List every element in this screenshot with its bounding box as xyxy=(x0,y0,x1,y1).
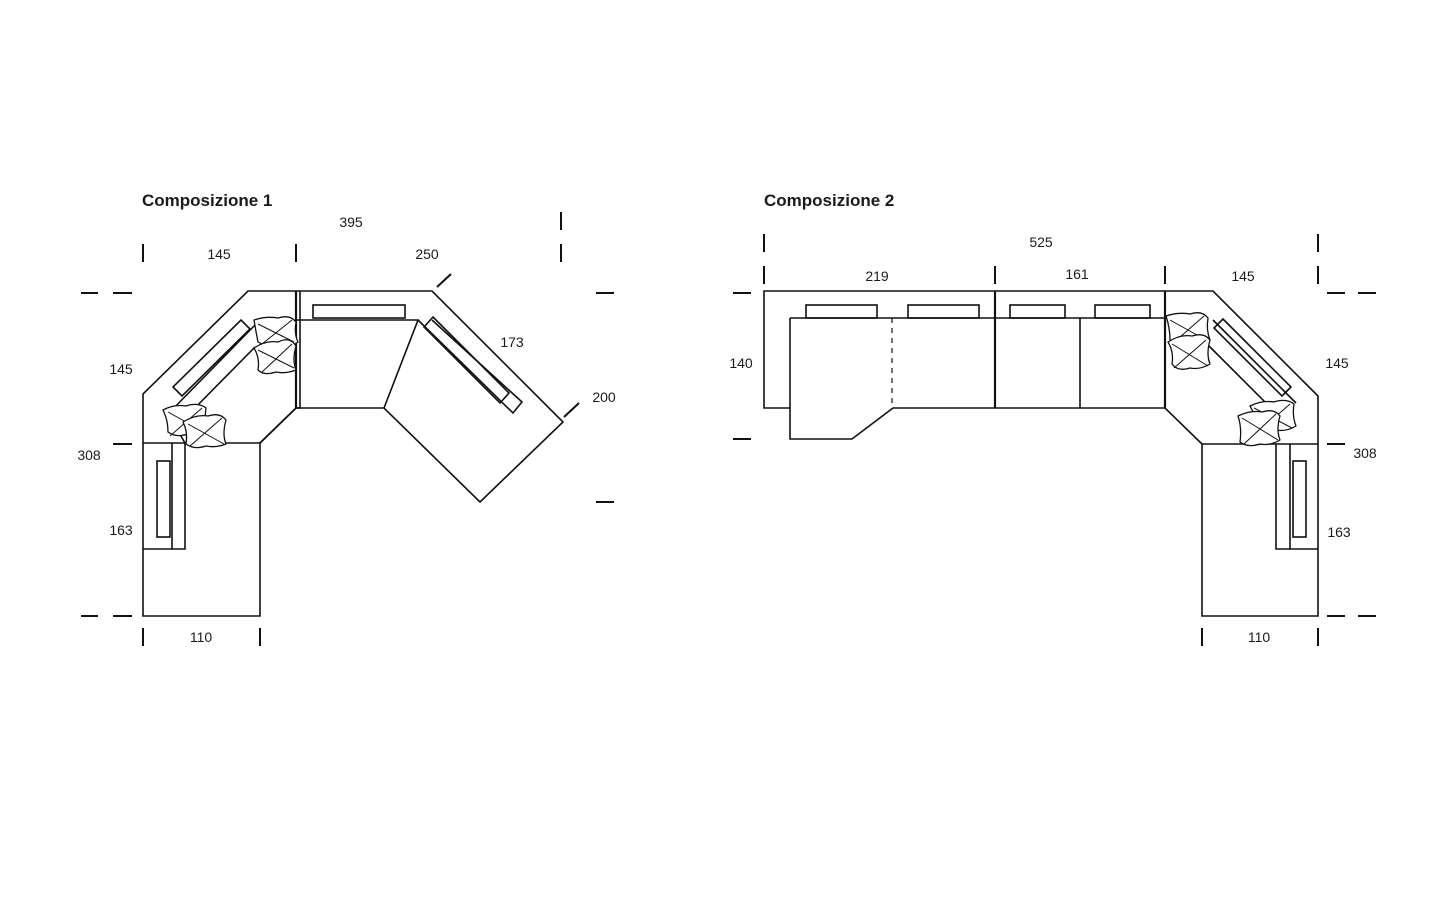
dim-bottom-width: 110 xyxy=(190,629,213,645)
dim-right-upper: 145 xyxy=(1325,355,1349,371)
dim-overall-width: 525 xyxy=(1029,234,1053,250)
dim-section-a: 219 xyxy=(865,268,889,284)
dim-left-lower: 163 xyxy=(109,522,133,538)
dim-right-total: 308 xyxy=(1353,445,1377,461)
dim-section-b: 161 xyxy=(1065,266,1089,282)
sofa-1-scatter-cushions xyxy=(162,316,299,449)
dim-left-depth: 140 xyxy=(729,355,753,371)
dim-left-width: 145 xyxy=(207,246,231,262)
sofa-2-outline xyxy=(763,290,1319,617)
dim-right-width: 250 xyxy=(415,246,439,262)
dimension-ticks-2 xyxy=(733,234,1376,646)
dim-overall-width: 395 xyxy=(339,214,363,230)
composition-2: Composizione 2 525 219 161 145 140 145 3… xyxy=(729,191,1377,646)
dim-left-total: 308 xyxy=(77,447,101,463)
dim-bottom-width: 110 xyxy=(1248,629,1271,645)
dim-diagonal: 173 xyxy=(500,334,524,350)
dim-right-lower: 163 xyxy=(1327,524,1351,540)
composition-2-title: Composizione 2 xyxy=(764,191,894,210)
dim-section-c: 145 xyxy=(1231,268,1255,284)
sofa-1-back-cushions xyxy=(156,304,511,538)
dim-left-upper: 145 xyxy=(109,361,133,377)
dim-right-depth: 200 xyxy=(592,389,616,405)
composition-1-title: Composizione 1 xyxy=(142,191,272,210)
sofa-2-back-cushions xyxy=(805,304,1307,538)
sofa-2-scatter-cushions xyxy=(1165,312,1297,447)
dimension-ticks-1 xyxy=(81,212,614,646)
composition-1: Composizione 1 395 145 250 173 200 145 3… xyxy=(77,191,616,646)
